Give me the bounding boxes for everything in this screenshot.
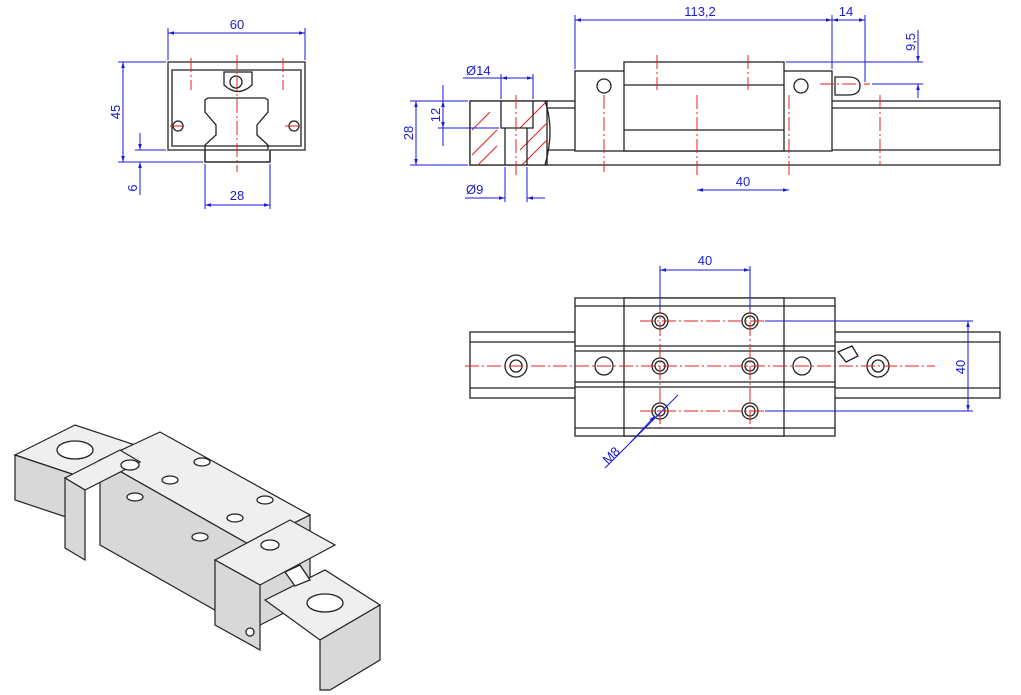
dim-hole-dia: Ø9 (466, 182, 483, 197)
dim-counterbore-depth: 12 (428, 108, 443, 122)
top-view: 40 40 M8 (465, 253, 1001, 469)
dim-height: 45 (108, 105, 123, 119)
grease-nipple-iso (284, 564, 311, 587)
dim-rail-width: 28 (230, 188, 244, 203)
isometric-view (13, 424, 382, 691)
dim-nipple-length: 14 (839, 4, 853, 19)
side-view: 113,2 14 9,5 Ø14 12 28 Ø9 40 (401, 4, 1001, 202)
dim-length: 113,2 (684, 4, 716, 19)
grease-nipple (223, 71, 253, 93)
iso-holes (120, 457, 280, 551)
grease-nipple-side (834, 76, 861, 96)
dim-nipple-height: 9,5 (903, 33, 918, 51)
dim-hole-spacing-y: 40 (953, 360, 968, 374)
rail-section-hatch (469, 95, 551, 175)
rail-profile (204, 97, 269, 151)
grease-nipple-top (836, 345, 859, 363)
dim-width: 60 (230, 17, 244, 32)
grease-nipple-head (229, 75, 243, 89)
front-view: 60 45 6 28 (108, 17, 306, 209)
dim-counterbore-dia: Ø14 (466, 63, 491, 78)
dim-rail-height: 28 (401, 126, 416, 140)
carriage-body (623, 61, 785, 152)
dim-hole-spacing-x: 40 (698, 253, 712, 268)
dim-thread: M8 (600, 444, 623, 467)
dim-hole-spacing: 40 (736, 174, 750, 189)
dim-clearance: 6 (125, 184, 140, 191)
